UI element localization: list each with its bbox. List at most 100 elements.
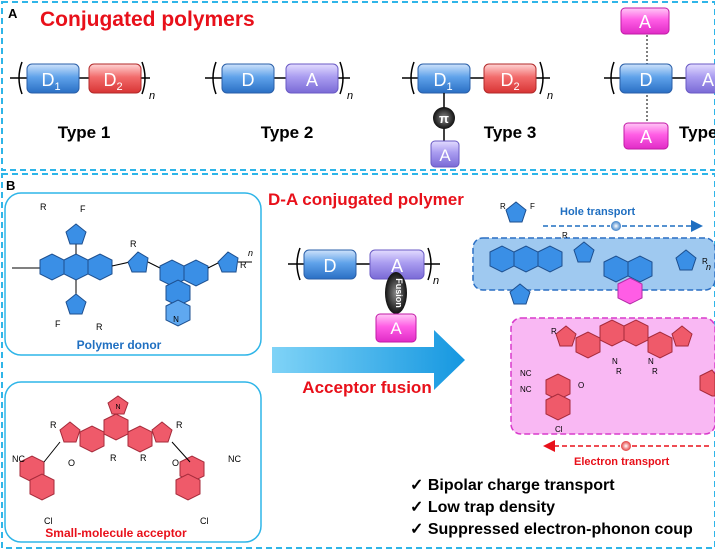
donor-label: D <box>242 70 255 90</box>
donor-block-d1 <box>26 63 80 94</box>
top-acceptor-label: A <box>639 12 651 32</box>
d2-sub: 2 <box>513 81 519 93</box>
donor-block-d2 <box>483 63 537 94</box>
n-label: N <box>173 315 179 324</box>
type1-label: Type 1 <box>58 123 111 142</box>
acceptor-label: A <box>306 70 318 90</box>
r3-label-2: R <box>240 260 247 270</box>
thiadiazole-n: N <box>115 404 120 411</box>
cn-label-2: NC <box>520 385 532 394</box>
pendant-acceptor <box>430 140 460 168</box>
panel-b-letter: B <box>6 178 15 193</box>
r1-label: R <box>551 327 557 336</box>
type4-label: Type <box>679 123 715 142</box>
r1-label-2: R <box>176 420 183 430</box>
repeat-n: n <box>347 90 353 102</box>
fused-acceptor-core <box>617 277 643 305</box>
bracket-right <box>141 61 146 95</box>
svg-text:D1: D1 <box>41 70 60 93</box>
o-label: O <box>68 458 75 468</box>
donor-block <box>303 249 357 280</box>
f-label: F <box>80 204 86 214</box>
o-label: O <box>578 381 584 390</box>
r4-label: R <box>40 202 47 212</box>
bottom-acceptor-label: A <box>640 127 652 147</box>
acceptor-label: A <box>702 70 714 90</box>
svg-text:D2: D2 <box>500 70 519 93</box>
r2-label-2: R <box>140 453 147 463</box>
acceptor-fusion-label: Acceptor fusion <box>302 378 431 397</box>
donor-molecule <box>12 223 252 327</box>
o-label-2: O <box>172 458 179 468</box>
type3-label: Type 3 <box>484 123 537 142</box>
d1-sub: 1 <box>54 81 60 93</box>
n-label: N <box>612 357 618 366</box>
feature-phonon: ✓ Suppressed electron-phonon coup <box>410 521 693 538</box>
panel-b-title: D-A conjugated polymer <box>268 190 464 209</box>
donor-block <box>619 63 673 94</box>
cn-label: NC <box>520 369 532 378</box>
electron-transport-label: Electron transport <box>574 456 670 468</box>
r3-label: R <box>130 239 137 249</box>
feature-list: ✓ Bipolar charge transport ✓ Low trap de… <box>410 477 693 538</box>
r2-label-2: R <box>652 367 658 376</box>
pi-bridge <box>433 107 455 129</box>
panel-a-letter: A <box>8 6 18 21</box>
f-label-2: F <box>55 319 61 329</box>
d2-sub: 2 <box>116 81 122 93</box>
cn-label: NC <box>12 454 25 464</box>
repeat-n: n <box>433 275 439 287</box>
type4-structure: A D A A Type <box>604 7 715 150</box>
fusion-linker <box>385 272 407 314</box>
fused-acceptor <box>375 313 417 343</box>
r4-label: R <box>500 202 506 211</box>
panel-a-title: Conjugated polymers <box>40 8 255 31</box>
d2-label: D <box>500 70 513 90</box>
f-label: F <box>530 202 535 211</box>
fusion-label: Fusion <box>394 278 404 308</box>
n-label-2: N <box>648 357 654 366</box>
type2-structure: D A n Type 2 <box>205 61 353 142</box>
panel-b-border <box>1 173 715 549</box>
donor-label: D <box>324 256 337 276</box>
d2-label: D <box>103 70 116 90</box>
cl-label: Cl <box>555 425 563 434</box>
donor-block-d2 <box>88 63 142 94</box>
type3-structure: D1 D2 n π A Type 3 <box>402 61 553 168</box>
pi-label: π <box>439 111 449 126</box>
donor-backbone <box>489 201 697 305</box>
cl-label-2: Cl <box>200 516 209 526</box>
acceptor-backbone <box>545 319 715 421</box>
hole-transport-label: Hole transport <box>560 206 636 218</box>
r3-label: R <box>562 231 568 240</box>
type1-structure: D1 D2 n Type 1 <box>10 61 155 142</box>
repeat-n: n <box>149 90 155 102</box>
acceptor-block <box>285 63 339 94</box>
polymer-donor-caption: Polymer donor <box>77 338 162 352</box>
top-acceptor <box>620 7 670 35</box>
cn-label-2: NC <box>228 454 241 464</box>
r2-label: R <box>110 453 117 463</box>
bracket-left <box>18 61 23 95</box>
repeat-n: n <box>547 90 553 102</box>
acceptor-fusion-arrow <box>272 330 465 390</box>
polymer-donor-box: R F R R F R N n Polymer donor <box>4 192 262 356</box>
hole-carrier <box>611 221 621 231</box>
donor-block <box>221 63 275 94</box>
d1-sub: 1 <box>446 81 452 93</box>
r4-label-2: R <box>96 322 103 332</box>
r3-label-2: R <box>702 257 708 266</box>
d1-label: D <box>433 70 446 90</box>
donor-label: D <box>640 70 653 90</box>
electron-carrier <box>621 441 631 451</box>
cl-label: Cl <box>44 516 53 526</box>
bottom-acceptor <box>623 122 669 150</box>
feature-low-trap: ✓ Low trap density <box>410 499 555 516</box>
r2-label: R <box>616 367 622 376</box>
d1-label: D <box>41 70 54 90</box>
acceptor-molecule <box>19 395 205 501</box>
fused-acceptor-label: A <box>390 319 402 338</box>
fusion-block: D A n Fusion A <box>288 247 440 343</box>
